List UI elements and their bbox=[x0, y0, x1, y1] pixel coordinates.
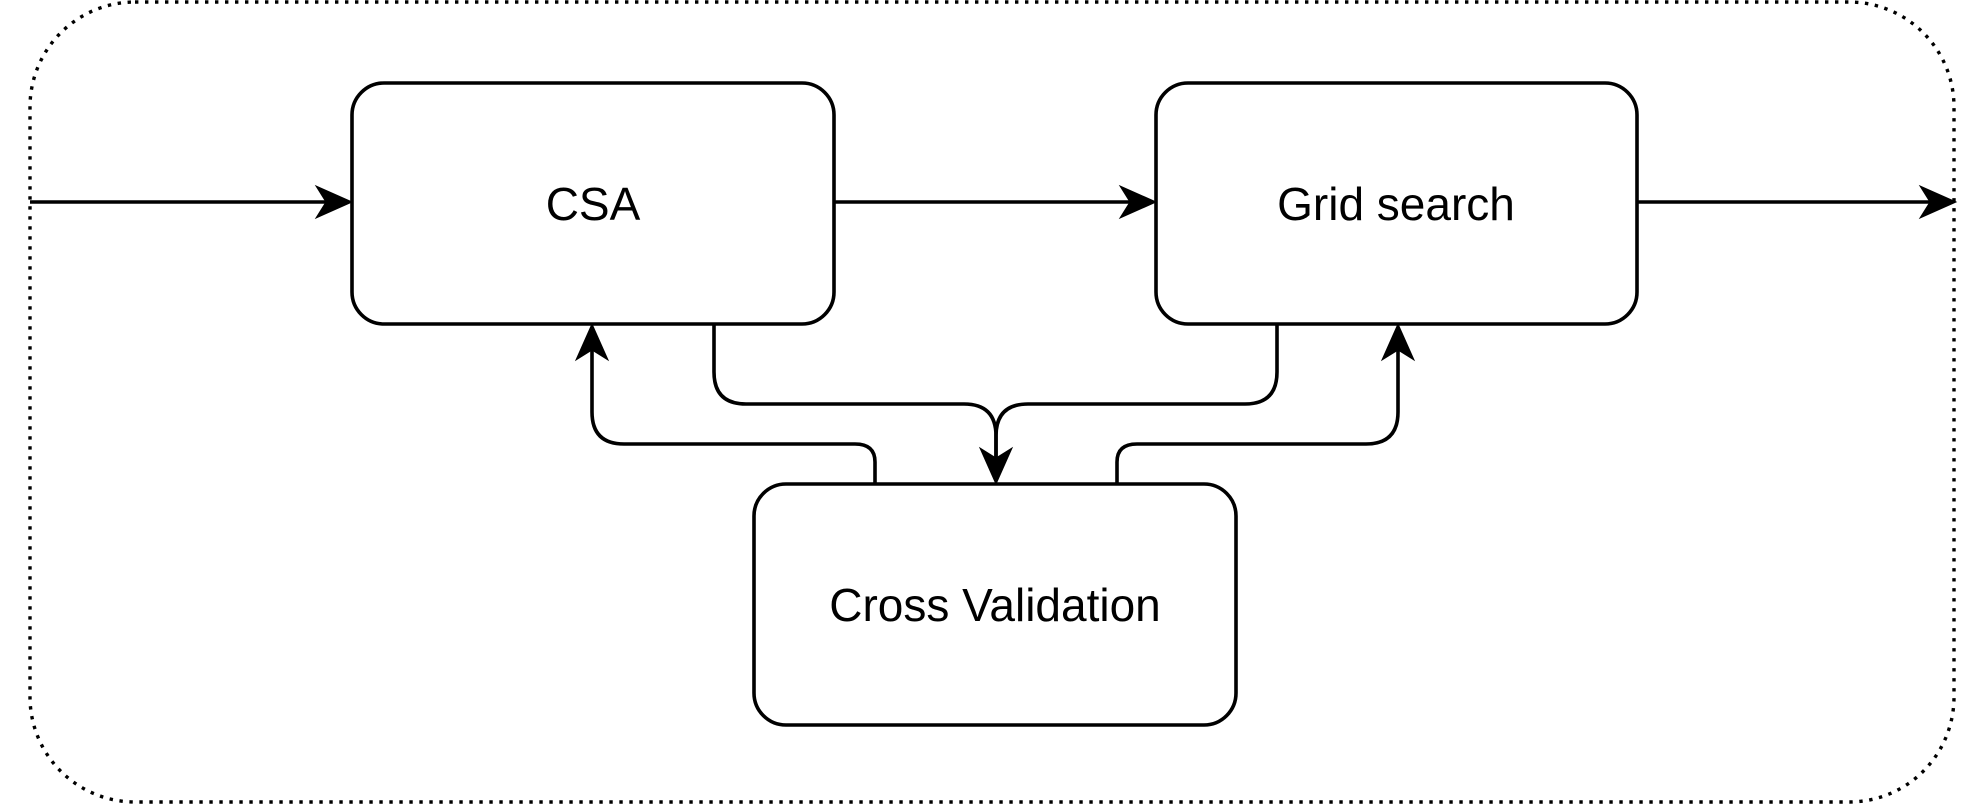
node-csa-label: CSA bbox=[546, 178, 641, 230]
node-cross-validation-label: Cross Validation bbox=[829, 579, 1161, 631]
edge-cross-validation-to-grid-search bbox=[1115, 340, 1400, 484]
node-cross-validation-box bbox=[752, 482, 1238, 727]
node-cross-validation[interactable]: Cross Validation bbox=[752, 482, 1238, 727]
arrowhead-cross-validation-to-grid-search bbox=[1380, 322, 1416, 362]
group-frame bbox=[28, 0, 1956, 804]
edge-grid-search-to-cross-validation bbox=[994, 324, 1279, 470]
node-grid-search-box bbox=[1154, 81, 1639, 326]
node-grid-search[interactable]: Grid search bbox=[1154, 81, 1639, 326]
node-csa-box bbox=[350, 81, 836, 326]
arrowhead-cross-validation-to-csa bbox=[574, 322, 610, 362]
node-grid-search-label: Grid search bbox=[1277, 178, 1515, 230]
arrowhead-into-cross-validation bbox=[978, 446, 1014, 486]
arrowhead-input-to-csa bbox=[314, 184, 354, 220]
arrowhead-csa-to-grid-search bbox=[1118, 184, 1158, 220]
node-csa[interactable]: CSA bbox=[350, 81, 836, 326]
edges bbox=[30, 184, 1958, 486]
edge-csa-to-cross-validation bbox=[712, 324, 998, 470]
edge-cross-validation-to-csa bbox=[590, 340, 877, 484]
arrowhead-grid-search-to-output bbox=[1918, 184, 1958, 220]
